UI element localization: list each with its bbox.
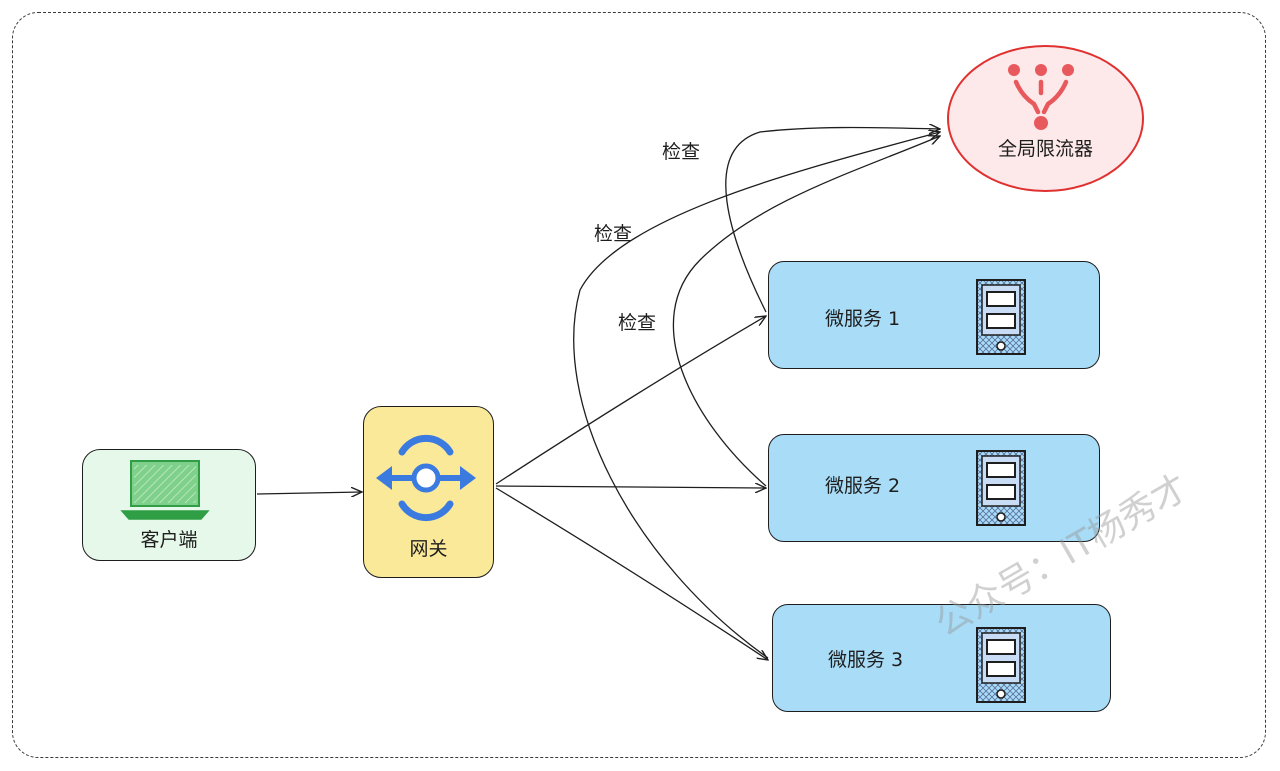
edge-gateway-svc1 <box>495 316 766 485</box>
edge-label-check: 检查 <box>594 223 633 245</box>
dashed-frame <box>12 12 1266 758</box>
edge-client-gateway <box>256 492 362 494</box>
edge-label-check: 检查 <box>618 312 657 334</box>
server-icon <box>976 450 1026 526</box>
edge-svc1-limiter <box>725 128 940 313</box>
gateway-label: 网关 <box>409 538 448 560</box>
service-label-2: 微服务 2 <box>825 475 901 497</box>
edge-gateway-svc2 <box>495 486 766 488</box>
rate-limiter-label: 全局限流器 <box>997 138 1093 160</box>
service-node-1 <box>768 261 1100 369</box>
edge-gateway-svc3 <box>495 487 768 660</box>
edge-svc3-limiter <box>573 132 940 659</box>
client-label: 客户端 <box>140 529 198 551</box>
service-node-3 <box>772 604 1111 712</box>
edge-svc2-limiter <box>672 136 940 487</box>
server-icon <box>976 279 1026 355</box>
server-icon <box>976 627 1026 703</box>
service-label-1: 微服务 1 <box>825 308 901 330</box>
service-label-3: 微服务 3 <box>828 649 904 671</box>
edge-label-check: 检查 <box>662 141 701 163</box>
service-node-2 <box>768 434 1100 542</box>
